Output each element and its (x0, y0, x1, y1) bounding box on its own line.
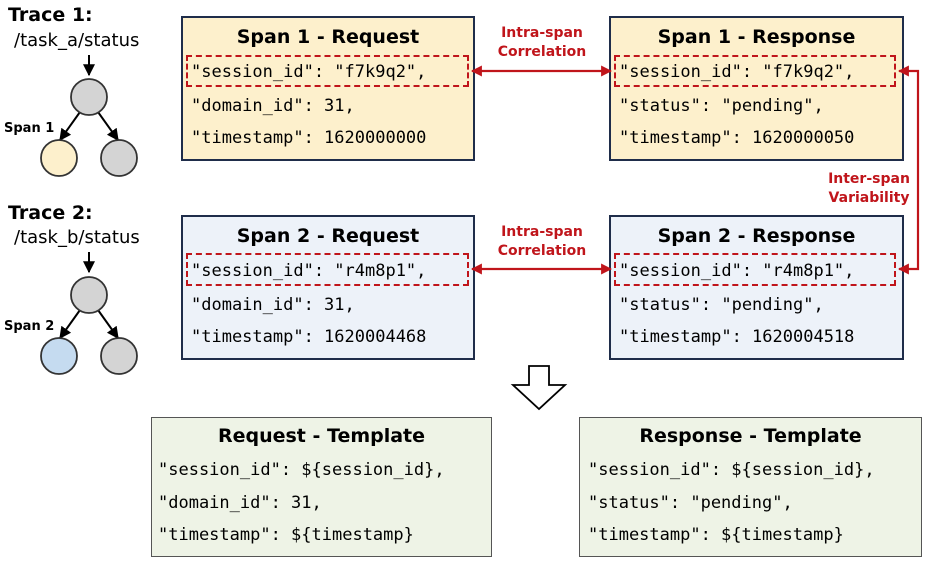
span1-request-line-3: "timestamp": 1620000000 (191, 128, 427, 148)
trace-2-leaf-node (100, 337, 138, 375)
trace-1-tree (40, 55, 138, 177)
response-template-line-1: "session_id": ${session_id}, (588, 460, 875, 480)
request-template-title: Request - Template (217, 425, 426, 447)
trace-2-title: Trace 2: (8, 202, 93, 224)
trace-1-title: Trace 1: (8, 4, 93, 26)
intra-span-label-2-line-2: Correlation (497, 243, 587, 259)
intra-span-label-1-line-1: Intra-span (501, 25, 583, 41)
span2-request-box: Span 2 - Request "session_id": "r4m8p1",… (181, 215, 475, 360)
span1-request-session-highlight (186, 55, 469, 87)
span2-request-line-2: "domain_id": 31, (191, 295, 355, 315)
trace-2-left-edge (59, 309, 81, 339)
intra-span-label-2-line-1: Intra-span (501, 224, 583, 240)
span1-response-line-3: "timestamp": 1620000050 (619, 128, 855, 148)
response-template-line-2: "status": "pending", (588, 493, 793, 513)
trace-2-span-label: Span 2 (4, 319, 55, 334)
inter-span-arrow (897, 65, 920, 275)
trace-2-root-node (70, 276, 108, 314)
trace-2-right-edge (97, 309, 119, 339)
span1-request-box: Span 1 - Request "session_id": "f7k9q2",… (181, 16, 475, 161)
trace-1-root-node (70, 78, 108, 116)
trace-1-left-edge (59, 111, 81, 141)
inter-span-label: Inter-span Variability (806, 170, 932, 208)
span1-request-line-2: "domain_id": 31, (191, 96, 355, 116)
span1-response-line-1: "session_id": "f7k9q2", (619, 62, 855, 82)
span1-response-session-highlight (614, 55, 896, 87)
span2-request-title: Span 2 - Request (236, 225, 420, 247)
span1-response-box: Span 1 - Response "session_id": "f7k9q2"… (609, 16, 904, 161)
trace-1-path: /task_a/status (14, 30, 140, 51)
intra-span-label-1: Intra-span Correlation (480, 24, 604, 62)
request-template-box: Request - Template "session_id": ${sessi… (151, 417, 492, 557)
response-template-box: Response - Template "session_id": ${sess… (579, 417, 922, 557)
trace-2-span-node (40, 337, 78, 375)
trace-1-span-node (40, 139, 78, 177)
span2-response-line-3: "timestamp": 1620004518 (619, 327, 855, 347)
request-template-line-2: "domain_id": 31, (158, 493, 322, 513)
trace-1-leaf-node (100, 139, 138, 177)
intra-span-label-2: Intra-span Correlation (480, 223, 604, 261)
trace-2-path: /task_b/status (14, 227, 140, 248)
span2-response-title: Span 2 - Response (657, 225, 856, 247)
response-template-title: Response - Template (639, 425, 862, 447)
trace-1-span-label: Span 1 (4, 121, 55, 136)
span2-response-line-2: "status": "pending", (619, 295, 824, 315)
span1-request-line-1: "session_id": "f7k9q2", (191, 62, 427, 82)
span2-response-box: Span 2 - Response "session_id": "r4m8p1"… (609, 215, 904, 360)
trace-2-tree (40, 252, 138, 375)
inter-span-label-line-2: Variability (828, 190, 910, 206)
request-template-line-3: "timestamp": ${timestamp} (158, 525, 414, 545)
response-template-line-3: "timestamp": ${timestamp} (588, 525, 844, 545)
inter-span-label-line-1: Inter-span (828, 171, 910, 187)
span1-request-title: Span 1 - Request (236, 26, 420, 48)
span2-request-line-1: "session_id": "r4m8p1", (191, 261, 427, 281)
down-arrow-icon (510, 365, 568, 411)
span2-response-session-highlight (614, 253, 896, 286)
span2-request-session-highlight (186, 253, 469, 286)
span2-request-line-3: "timestamp": 1620004468 (191, 327, 427, 347)
intra-span-label-1-line-2: Correlation (497, 44, 587, 60)
span1-response-title: Span 1 - Response (657, 26, 856, 48)
request-template-line-1: "session_id": ${session_id}, (158, 460, 445, 480)
span1-response-line-2: "status": "pending", (619, 96, 824, 116)
trace-1-right-edge (97, 111, 119, 141)
span2-response-line-1: "session_id": "r4m8p1", (619, 261, 855, 281)
